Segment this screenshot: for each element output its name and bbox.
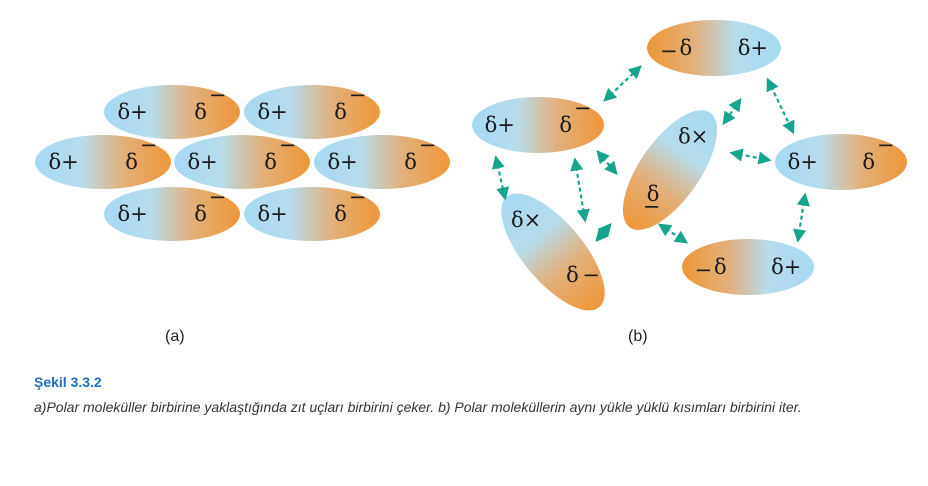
interaction-arrow-5 (595, 223, 612, 242)
delta-minus-label: δ (194, 202, 207, 226)
molecule-body (314, 135, 450, 189)
interaction-arrow-3 (570, 157, 590, 223)
interaction-arrow-6 (722, 97, 742, 126)
delta-plus-label: δ+ (48, 150, 78, 174)
molecule-body (35, 135, 171, 189)
polar-molecule-a3: δ+ δ− (35, 133, 171, 189)
delta-minus-label: δ (334, 202, 347, 226)
interaction-arrow-9 (657, 223, 689, 244)
delta-plus-label: δ+ (738, 36, 768, 60)
figure-caption-text: a)Polar moleküller birbirine yaklaştığın… (34, 399, 802, 415)
delta-plus-label: δ+ (788, 150, 818, 174)
delta-minus-label: δ (264, 150, 277, 174)
polar-molecule-a6: δ+ δ− (104, 185, 240, 241)
minus-sign: − (349, 185, 367, 209)
delta-plus-label: δ+ (771, 255, 801, 279)
delta-minus-label: δ (404, 150, 417, 174)
polar-molecule-b-lowleft: δ× δ− (501, 193, 605, 311)
polar-molecule-a7: δ+ δ− (244, 185, 380, 241)
minus-sign: − (694, 258, 712, 282)
polar-molecule-a5: δ+ δ− (314, 133, 450, 189)
minus-sign: − (582, 263, 600, 287)
delta-minus-label: δ (647, 182, 660, 206)
delta-plus-label: δ+ (117, 202, 147, 226)
panel-label-b: (b) (628, 328, 648, 345)
molecule-body (775, 134, 907, 190)
delta-minus-label: δ (862, 150, 875, 174)
minus-sign: − (877, 133, 895, 157)
minus-sign: − (660, 39, 678, 63)
molecule-body (682, 239, 814, 295)
molecule-body (501, 193, 605, 311)
polar-molecule-b-top: δ+ δ− (647, 20, 781, 76)
minus-sign: − (643, 195, 661, 219)
minus-sign: − (574, 96, 592, 120)
delta-minus-label: δ (125, 150, 138, 174)
delta-minus-label: δ (714, 255, 727, 279)
interaction-arrow-7 (766, 77, 795, 135)
molecule-body (244, 85, 380, 139)
polar-molecule-a4: δ+ δ− (174, 133, 310, 189)
polar-molecule-a2: δ+ δ− (244, 83, 380, 139)
delta-plus-label: δ+ (187, 150, 217, 174)
delta-plus-label: δ× (678, 125, 708, 149)
minus-sign: − (349, 83, 367, 107)
minus-sign: − (419, 133, 437, 157)
polar-molecule-b-left: δ+ δ− (472, 96, 604, 153)
molecule-body (104, 85, 240, 139)
polar-molecule-b-center: δ× δ− (622, 110, 718, 230)
interaction-arrow-8 (729, 148, 772, 165)
panel-label-a: (a) (165, 328, 185, 345)
polar-molecule-b-right: δ+ δ− (775, 133, 907, 190)
minus-sign: − (140, 133, 158, 157)
molecule-body (244, 187, 380, 241)
delta-plus-label: δ+ (257, 100, 287, 124)
delta-minus-label: δ (680, 36, 693, 60)
delta-plus-label: δ+ (257, 202, 287, 226)
minus-sign: − (209, 83, 227, 107)
minus-sign: − (279, 133, 297, 157)
molecule-body (472, 97, 604, 153)
delta-minus-label: δ (559, 113, 572, 137)
delta-plus-label: δ+ (327, 150, 357, 174)
molecule-body (622, 110, 718, 230)
interaction-arrow-10 (793, 192, 810, 243)
molecule-body (647, 20, 781, 76)
delta-minus-label: δ (566, 263, 579, 287)
polar-molecule-b-bottom: δ+ δ− (682, 239, 814, 295)
delta-plus-label: δ+ (485, 113, 515, 137)
minus-sign: − (209, 185, 227, 209)
polar-molecule-a1: δ+ δ− (104, 83, 240, 139)
molecule-body (104, 187, 240, 241)
interaction-arrow-2 (491, 155, 510, 201)
figure-caption-title: Şekil 3.3.2 (34, 374, 102, 390)
delta-minus-label: δ (334, 100, 347, 124)
delta-minus-label: δ (194, 100, 207, 124)
interaction-arrow-1 (603, 65, 642, 102)
interaction-arrow-4 (596, 149, 618, 176)
delta-plus-label: δ+ (117, 100, 147, 124)
delta-plus-label: δ× (511, 208, 541, 232)
molecule-body (174, 135, 310, 189)
